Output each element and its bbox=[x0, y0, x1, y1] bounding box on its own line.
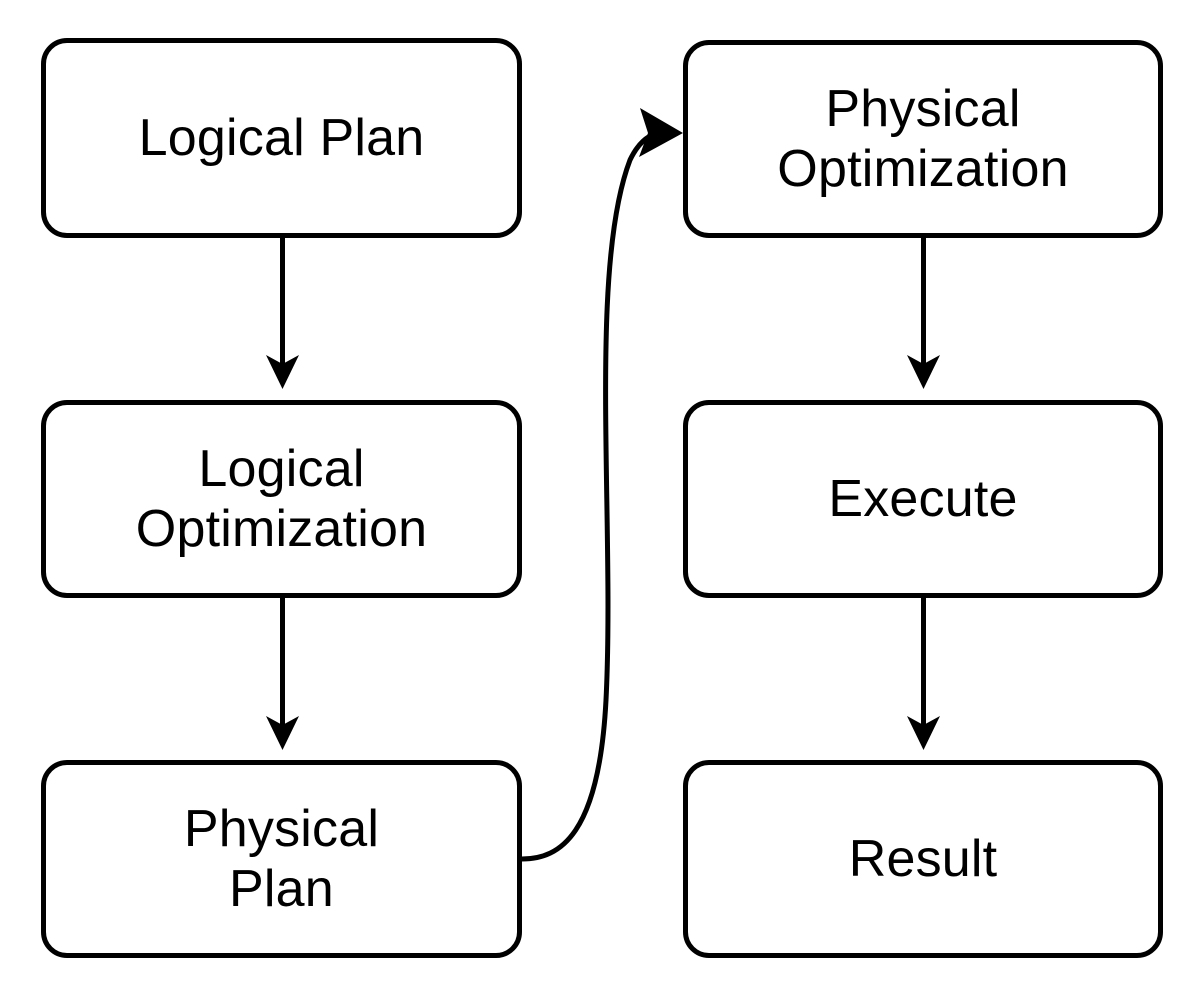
node-logical-optimization-label: Logical Optimization bbox=[135, 439, 428, 558]
node-physical-optimization[interactable]: Physical Optimization bbox=[683, 40, 1163, 238]
node-execute-label: Execute bbox=[828, 469, 1018, 528]
node-result[interactable]: Result bbox=[683, 760, 1163, 958]
edge-execute-to-result bbox=[907, 598, 940, 750]
edge-logical-plan-to-logical-optimization bbox=[266, 238, 299, 389]
edge-logical-optimization-to-physical-plan bbox=[266, 598, 299, 750]
node-physical-plan-label: Physical Plan bbox=[183, 799, 380, 918]
edge-physical-optimization-to-execute bbox=[907, 238, 940, 389]
node-physical-optimization-label: Physical Optimization bbox=[777, 79, 1069, 198]
node-execute[interactable]: Execute bbox=[683, 400, 1163, 598]
node-logical-plan-label: Logical Plan bbox=[138, 108, 425, 167]
edge-physical-plan-to-physical-optimization bbox=[519, 108, 683, 862]
node-logical-optimization[interactable]: Logical Optimization bbox=[41, 400, 522, 598]
node-physical-plan[interactable]: Physical Plan bbox=[41, 760, 522, 958]
node-result-label: Result bbox=[848, 829, 998, 888]
node-logical-plan[interactable]: Logical Plan bbox=[41, 38, 522, 238]
